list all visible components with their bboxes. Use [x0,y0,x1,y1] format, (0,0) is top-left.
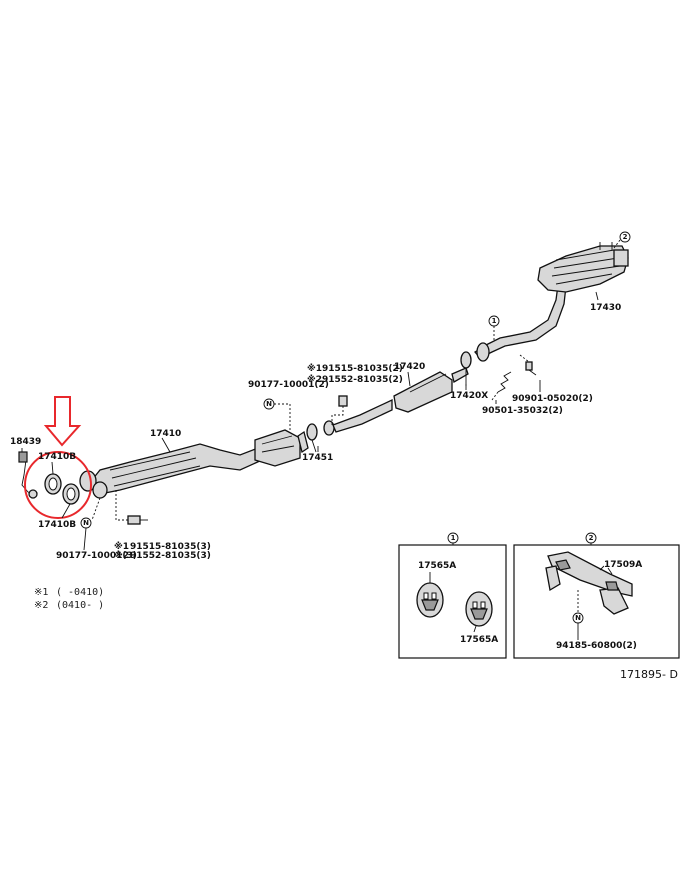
label-17420: 17420 [394,362,425,372]
label-17451: 17451 [302,453,333,463]
detail-box-1: 1 17565A 17565A [398,532,507,659]
label-17430: 17430 [590,303,621,313]
svg-text:1: 1 [492,317,497,325]
note1-text: ( -0410) [56,587,104,598]
label-mark1-mid: ※1 [307,363,322,374]
svg-text:2: 2 [589,534,594,542]
label-17410: 17410 [150,429,181,439]
rubber-hanger-2[interactable] [465,591,493,633]
bolt-left[interactable] [115,490,148,525]
gasket-17410b-bottom[interactable] [62,483,80,505]
label-17410b-top: 17410B [38,452,76,462]
ref-circle-2-main: 2 [613,231,631,249]
rubber-hanger-1[interactable] [416,572,444,618]
label-17410b-bottom: 17410B [38,520,76,530]
label-91515-left: 91515-81035(3) [130,542,211,552]
note1-mark: ※1 [34,587,48,598]
nut-symbol-n: N [266,400,272,408]
hanger-bracket[interactable] [545,551,633,615]
oxygen-sensor[interactable] [18,451,38,499]
detail-box-2: 2 N 17509A 94185-60800(2) [513,532,680,659]
label-94185: 94185-60800(2) [556,641,637,651]
gasket-17451[interactable] [306,420,335,453]
label-91552-left: 91552-81035(3) [130,551,211,561]
front-exhaust-pipe[interactable] [79,429,309,499]
label-90901: 90901-05020(2) [512,394,593,404]
label-17420x: 17420X [450,391,488,401]
bolt-mid[interactable] [331,395,348,425]
tailpipe-muffler[interactable] [474,242,629,362]
label-90501: 90501-35032(2) [482,406,563,416]
nut-mid[interactable]: N [263,398,291,430]
highlight-marker [24,396,92,519]
svg-text:1: 1 [451,534,456,542]
label-18439: 18439 [10,437,41,447]
label-17565a-top: 17565A [418,561,456,571]
ref-circle-1-main: 1 [488,315,500,340]
gasket-17410b-top[interactable] [44,473,62,495]
spring-bolt[interactable] [491,371,512,401]
center-pipe[interactable] [332,367,469,433]
bolt-90901[interactable] [519,354,537,376]
label-mark2-left: ※2 [114,550,129,561]
label-90177-left: 90177-10001(3) [56,551,137,561]
note2-text: (0410- ) [56,600,104,611]
nut-symbol-n: N [83,519,89,527]
label-17509a: 17509A [604,560,642,570]
gasket-17420x[interactable] [460,351,472,386]
label-91552-mid: 91552-81035(2) [322,375,403,385]
note2-mark: ※2 [34,600,48,611]
label-17565a-bottom: 17565A [460,635,498,645]
label-90177-mid: 90177-10001(2) [248,380,329,390]
nut-left[interactable]: N [80,497,101,551]
label-mark1-left: ※1 [114,541,129,552]
diagram-code: 171895- D [620,668,678,681]
svg-text:2: 2 [623,233,628,241]
label-mark2-mid: ※2 [307,374,322,385]
svg-text:N: N [575,614,581,622]
label-91515-mid: 91515-81035(2) [322,364,403,374]
